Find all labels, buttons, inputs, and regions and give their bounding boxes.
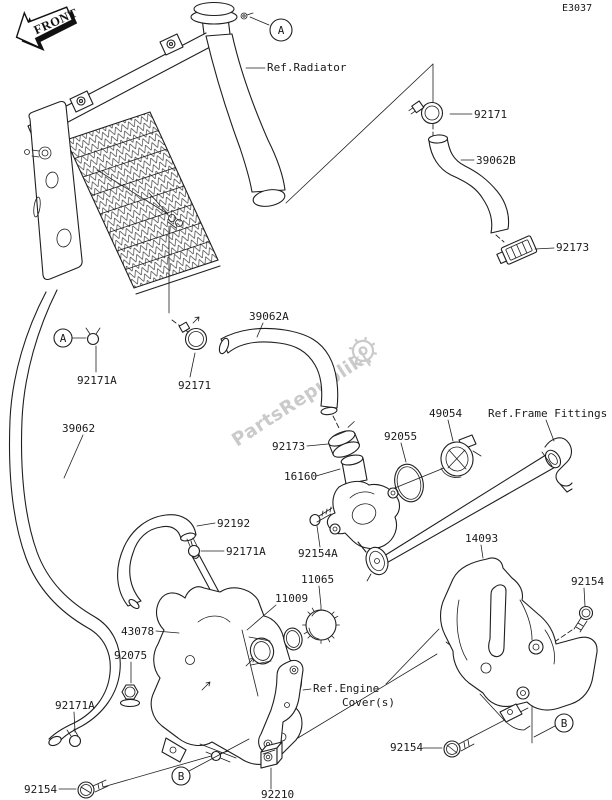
pipe-flange-disc xyxy=(365,546,389,582)
fitting-16160 xyxy=(340,454,368,485)
callout-92171-upper: 92171 xyxy=(474,108,507,121)
callout-92173-upper: 92173 xyxy=(556,241,589,254)
callout-ref-frame: Ref.Frame Fittings xyxy=(488,407,607,420)
clip-92171a-bottom xyxy=(66,728,82,748)
callout-92210: 92210 xyxy=(261,788,294,800)
oring-92055 xyxy=(394,463,424,503)
callout-14093: 14093 xyxy=(465,532,498,545)
screw-92154-right xyxy=(573,605,594,633)
callout-92171a-left: 92171A xyxy=(77,374,117,387)
hose-39062 xyxy=(8,289,121,747)
callout-ref-engine-1: Ref.Engine xyxy=(313,682,379,695)
engine-cover-14093 xyxy=(439,557,598,731)
clip-92171a-left xyxy=(85,327,101,346)
svg-text:B: B xyxy=(561,717,568,730)
nut-92075 xyxy=(119,684,141,708)
radiator-bracket xyxy=(69,33,184,113)
pipe-frame-clip xyxy=(544,437,573,493)
clamp-92173-upper xyxy=(496,235,538,265)
svg-text:A: A xyxy=(60,332,67,345)
hose-92192 xyxy=(117,514,197,610)
callout-92171a-middle: 92171A xyxy=(226,545,266,558)
clip-92171a-middle xyxy=(186,537,201,558)
bolt-92154a xyxy=(309,506,333,527)
hose-39062a xyxy=(218,327,339,416)
callout-92055: 92055 xyxy=(384,430,417,443)
callout-92173-center: 92173 xyxy=(272,440,305,453)
thermostat-49054 xyxy=(440,434,482,478)
radiator-outlet xyxy=(252,189,286,207)
screw-92154-pump xyxy=(77,779,109,799)
clamp-92173-center xyxy=(328,421,360,458)
callout-11009: 11009 xyxy=(275,592,308,605)
water-pipe xyxy=(365,437,573,582)
sheet-code: E3037 xyxy=(562,3,592,14)
fins-callout-clamp xyxy=(167,214,183,229)
callout-49054: 49054 xyxy=(429,407,462,420)
clamp-92171-middle xyxy=(178,316,208,351)
water-pump-43078 xyxy=(150,586,303,765)
radiator xyxy=(24,1,286,295)
clamp-92171-upper xyxy=(408,100,444,125)
view-marker-a-top: A xyxy=(269,18,293,42)
view-marker-b-left: B xyxy=(171,766,191,786)
callout-11065: 11065 xyxy=(301,573,334,586)
front-arrow: FRONT xyxy=(15,6,80,51)
callout-92154-right: 92154 xyxy=(571,575,604,588)
callout-43078: 43078 xyxy=(121,625,154,638)
screw-92154-cover xyxy=(443,736,475,758)
cap-11065 xyxy=(302,606,340,644)
view-marker-b-right: B xyxy=(554,713,574,733)
svg-text:A: A xyxy=(278,24,285,37)
view-markers: A A B B xyxy=(53,18,574,786)
callout-labels: Ref.Radiator 92171 39062B 92173 39062A 9… xyxy=(24,61,607,800)
gear-icon xyxy=(348,336,378,365)
callout-92154-pump: 92154 xyxy=(24,783,57,796)
callout-92154a: 92154A xyxy=(298,547,338,560)
leader-lines xyxy=(58,16,586,790)
callout-92171a-bottom: 92171A xyxy=(55,699,95,712)
thermostat-housing xyxy=(326,480,401,555)
svg-text:B: B xyxy=(178,770,185,783)
callout-92154-cover: 92154 xyxy=(390,741,423,754)
radiator-cap xyxy=(190,1,254,35)
callout-16160: 16160 xyxy=(284,470,317,483)
view-marker-a-middle: A xyxy=(53,328,73,348)
callout-39062b: 39062B xyxy=(476,154,516,167)
callout-92171-middle: 92171 xyxy=(178,379,211,392)
joint-92210 xyxy=(260,741,283,769)
callout-ref-engine-2: Cover(s) xyxy=(342,696,395,709)
callout-ref-radiator: Ref.Radiator xyxy=(267,61,347,74)
callout-39062: 39062 xyxy=(62,422,95,435)
oring-11009 xyxy=(283,627,303,651)
callout-39062a: 39062A xyxy=(249,310,289,323)
hose-39062b xyxy=(427,134,510,234)
callout-92075: 92075 xyxy=(114,649,147,662)
callout-92192: 92192 xyxy=(217,517,250,530)
